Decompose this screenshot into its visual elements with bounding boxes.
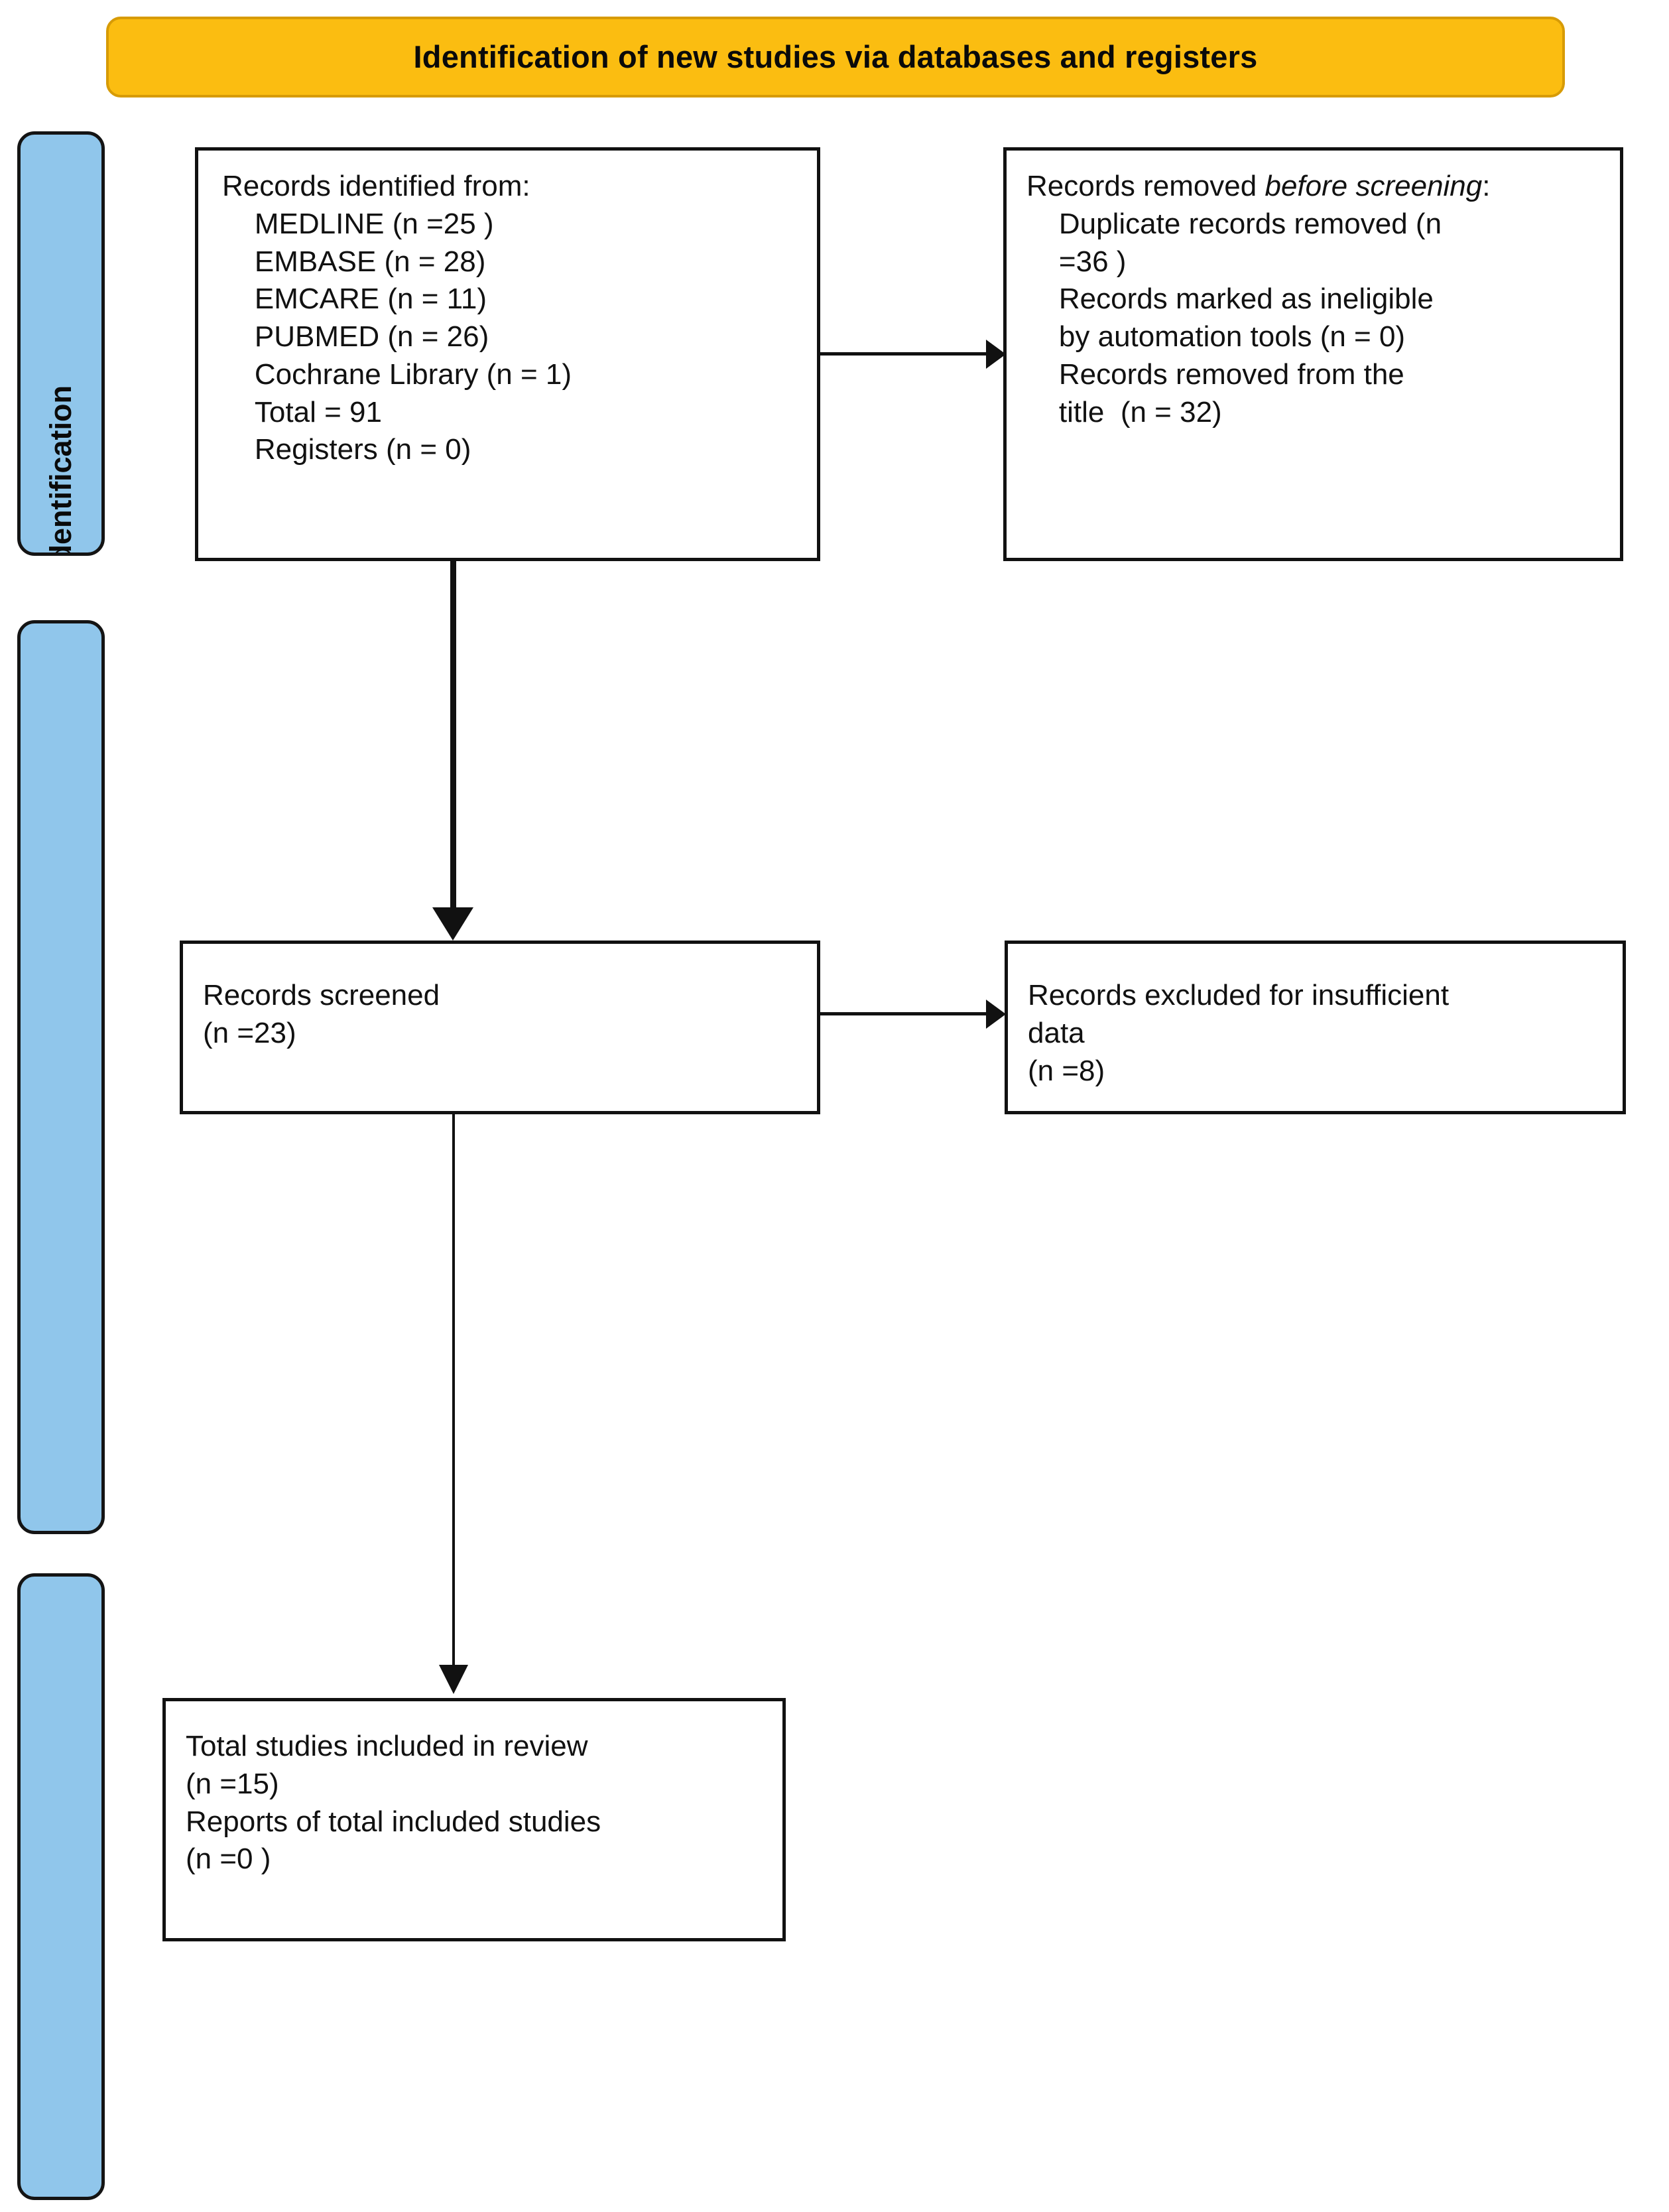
arrowhead-down-identified-to-screened (432, 907, 473, 941)
header-banner: Identification of new studies via databa… (106, 17, 1565, 98)
connector-screened-to-included-line (452, 1114, 455, 1675)
box-records-removed-heading: Records removed before screening: (1026, 168, 1600, 206)
stage-label-identification: Identification (44, 385, 78, 556)
connector-screened-to-excluded-line (820, 1012, 994, 1015)
heading-plain: Records removed (1026, 170, 1265, 202)
box-records-screened-text: Records screened (n =23) (203, 979, 440, 1049)
stage-bar-included: Included (17, 1573, 105, 2200)
box-records-removed-text: Duplicate records removed (n =36 ) Recor… (1058, 207, 1442, 428)
box-records-excluded: Records excluded for insufficient data (… (1005, 941, 1626, 1114)
arrowhead-down-screened-to-included (439, 1665, 468, 1694)
box-records-identified-text: Records identified from: MEDLINE (n =25 … (222, 170, 572, 466)
arrowhead-right-screened-to-excluded (986, 1000, 1006, 1029)
box-records-excluded-text: Records excluded for insufficient data (… (1028, 979, 1450, 1087)
box-total-studies-included-text: Total studies included in review (n =15)… (186, 1730, 601, 1876)
stage-bar-identification: Identification (17, 131, 105, 556)
arrowhead-right-identified-to-removed (986, 340, 1006, 369)
heading-suffix: : (1482, 170, 1491, 202)
box-records-screened: Records screened (n =23) (180, 941, 820, 1114)
box-total-studies-included: Total studies included in review (n =15)… (162, 1698, 786, 1941)
connector-identified-to-screened-line (450, 561, 456, 913)
connector-identified-to-removed-line (820, 352, 994, 356)
box-records-identified: Records identified from: MEDLINE (n =25 … (195, 147, 820, 561)
box-records-removed-before-screening: Records removed before screening: Duplic… (1003, 147, 1623, 561)
heading-italic: before screening (1265, 170, 1483, 202)
header-title: Identification of new studies via databa… (413, 39, 1258, 75)
stage-bar-screening: Screening (17, 620, 105, 1534)
